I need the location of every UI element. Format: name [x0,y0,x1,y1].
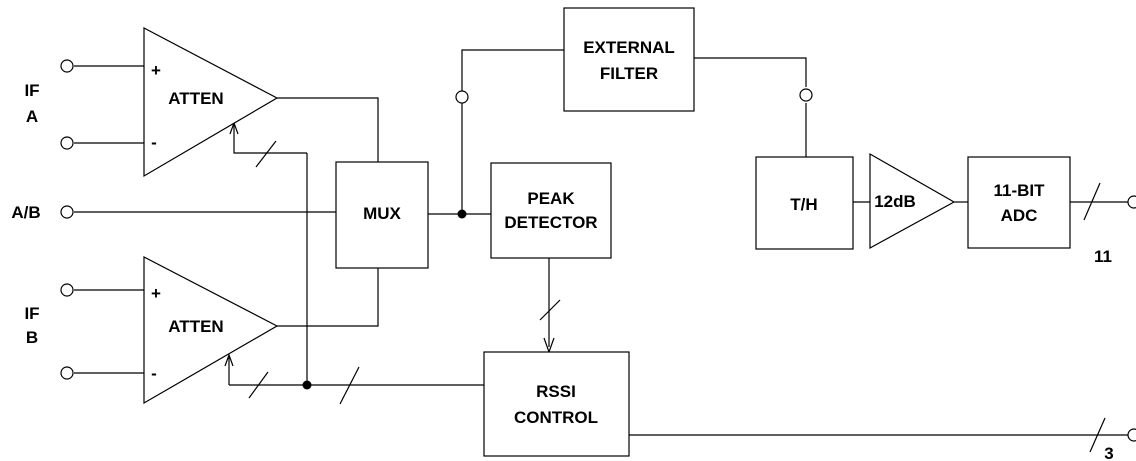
atten-bottom-to-mux-wire [277,268,379,327]
bus-slash-top [255,140,277,168]
external-filter-box [563,7,695,112]
filter-input-wire [461,49,564,91]
peak-detector-block: PEAK DETECTOR [490,162,612,259]
wires [74,49,1128,453]
if-b-minus-terminal [60,366,74,380]
atten-top-to-mux-wire [277,97,379,162]
filter-output-terminal [799,88,813,102]
external-filter-label-line2: FILTER [600,64,658,83]
external-filter-block: EXTERNAL FILTER [563,7,695,112]
atten-top-control-wire [233,124,307,154]
rssi-bus-width-label: 3 [1104,444,1113,461]
atten-top-plus-sign: + [151,61,161,80]
if-b-label-line2: B [26,328,38,347]
if-b-label-line1: IF [24,304,39,323]
atten-top-minus-sign: - [151,133,157,152]
gain-triangle [869,152,956,250]
gain-label: 12dB [874,192,916,211]
mux-label: MUX [363,204,401,223]
atten-bottom-control-arrow [224,353,234,367]
terminals [60,59,1136,442]
if-a-plus-terminal [60,59,74,73]
track-hold-block: T/H [755,156,854,250]
input-labels: IF A A/B IF B [11,81,40,347]
peak-detector-label-line2: DETECTOR [504,213,597,232]
filter-output-wire [694,57,807,87]
ab-label: A/B [11,203,40,222]
adc-label-line1: 11-BIT [993,181,1045,200]
bus-slash-adc [1083,182,1101,221]
track-hold-label: T/H [790,195,817,214]
mux-box [335,161,429,269]
atten-bottom-minus-sign: - [151,364,157,383]
bus-slash-bottom-left [248,371,269,399]
peak-detector-label-line1: PEAK [527,189,575,208]
rssi-output-terminal [1127,428,1136,442]
ab-terminal [60,205,74,219]
atten-bottom-amplifier: + - ATTEN [143,256,279,405]
filter-input-terminal [455,90,469,104]
junction-dot-mux [457,209,467,219]
atten-bottom-triangle [143,256,279,405]
bus-width-labels: 11 3 [1094,247,1114,461]
adc-output-terminal [1127,195,1136,209]
rssi-control-box [483,351,630,457]
atten-bottom-plus-sign: + [151,284,161,303]
peak-detector-box [490,162,612,259]
bus-slash-rssi [1089,417,1106,453]
atten-top-amplifier: + - ATTEN [143,27,279,178]
if-a-minus-terminal [60,136,74,150]
atten-bottom-label: ATTEN [168,317,223,336]
adc-bus-width-label: 11 [1094,247,1112,266]
adc-box [967,156,1071,249]
junction-dot-rssi [302,380,312,390]
adc-block: 11-BIT ADC [967,156,1071,249]
adc-label-line2: ADC [1001,206,1038,225]
bus-slash-peak [539,299,561,321]
if-a-label-line2: A [26,107,38,126]
if-b-plus-terminal [60,283,74,297]
track-hold-box [755,156,854,250]
rssi-control-label-line1: RSSI [536,382,576,401]
if-a-label-line1: IF [24,81,39,100]
external-filter-label-line1: EXTERNAL [583,38,675,57]
atten-top-triangle [143,27,279,178]
rssi-control-label-line2: CONTROL [514,408,598,427]
bus-slash-bottom-right [339,366,360,405]
rssi-control-block: RSSI CONTROL [483,351,630,457]
atten-top-label: ATTEN [168,89,223,108]
gain-amplifier: 12dB [869,152,956,250]
mux-block: MUX [335,161,429,269]
